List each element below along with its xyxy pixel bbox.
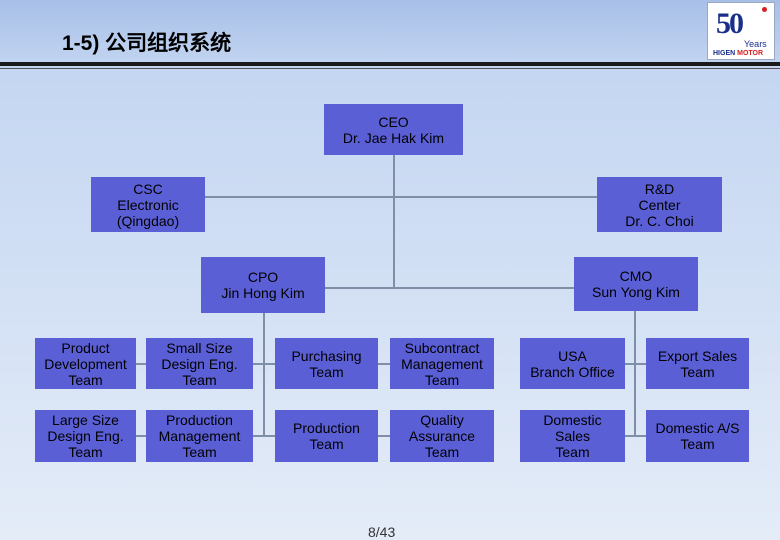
logo-brand: HIGEN MOTOR [713, 50, 763, 57]
connector-right-bottom [622, 435, 646, 437]
logo-years: Years [744, 39, 767, 49]
logo-brand-motor: MOTOR [737, 50, 764, 57]
org-box-line: R&D [644, 180, 675, 197]
org-box-line: (Qingdao) [116, 212, 180, 229]
org-box-line: Design Eng. [47, 428, 124, 444]
connector-left-bottom [134, 435, 390, 437]
page-title: 1-5) 公司组织系统 [62, 32, 232, 55]
connector-right-top [622, 363, 646, 365]
org-box-line: Product [61, 339, 110, 356]
org-box-line: CSC [133, 180, 163, 197]
org-box-line: Purchasing [291, 347, 362, 364]
org-box-line: Large Size [52, 412, 119, 428]
org-box-line: Team [424, 444, 460, 460]
org-box-line: Dr. C. Choi [625, 212, 694, 229]
org-box-line: Team [182, 444, 217, 460]
header-divider-thin [0, 68, 780, 69]
org-box-line: CPO [247, 269, 279, 285]
org-box-line: Team [309, 436, 344, 452]
org-box-line: Domestic A/S [655, 420, 740, 436]
org-box-line: Jin Hong Kim [221, 285, 305, 301]
logo-number: 50 [716, 7, 744, 40]
org-box-line: Subcontract [404, 339, 480, 356]
connector-cpo-down [263, 313, 265, 436]
org-box-line: USA [558, 347, 587, 364]
connector-cmo-down [634, 311, 636, 436]
header-divider [0, 62, 780, 66]
connector-csc-rnd [205, 196, 597, 198]
org-box-line: Electronic [117, 196, 179, 213]
org-box-line: Management [158, 428, 241, 444]
org-box-line: Team [182, 371, 217, 388]
org-box-line: Team [680, 436, 715, 452]
org-box-line: Domestic [543, 412, 602, 428]
logo-brand-name: HIGEN [713, 50, 736, 57]
connector-cpo-cmo [324, 287, 574, 289]
org-box-line: Team [424, 371, 460, 388]
org-box-line: Team [309, 363, 344, 380]
org-box-line: Quality [420, 412, 464, 428]
org-box-line: Design Eng. [161, 355, 238, 372]
org-box-line: Small Size [166, 339, 233, 356]
org-box-line: Sales [554, 428, 591, 444]
org-box-line: CEO [378, 113, 409, 130]
org-box-line: Team [555, 444, 590, 460]
org-box-line: Branch Office [530, 363, 615, 380]
org-box-line: Export Sales [657, 347, 738, 364]
connector-trunk [393, 155, 395, 288]
org-box-line: Team [680, 363, 715, 380]
page-number: 8/43 [368, 524, 396, 540]
org-box-line: CMO [619, 268, 653, 284]
company-logo: 50 Years HIGEN MOTOR [707, 2, 775, 60]
org-box-line: Team [68, 371, 103, 388]
org-box-line: Team [68, 444, 103, 460]
logo-dot-icon [762, 7, 767, 12]
org-box-line: Production [166, 412, 233, 428]
org-box-line: Dr. Jae Hak Kim [342, 129, 445, 146]
org-box-line: Assurance [408, 428, 476, 444]
org-box-line: Center [638, 196, 681, 213]
org-box-line: Production [293, 420, 360, 436]
connector-left-top [134, 363, 390, 365]
org-box-line: Sun Yong Kim [592, 284, 680, 300]
org-box-line: Development [44, 355, 127, 372]
org-box-line: Management [401, 355, 483, 372]
